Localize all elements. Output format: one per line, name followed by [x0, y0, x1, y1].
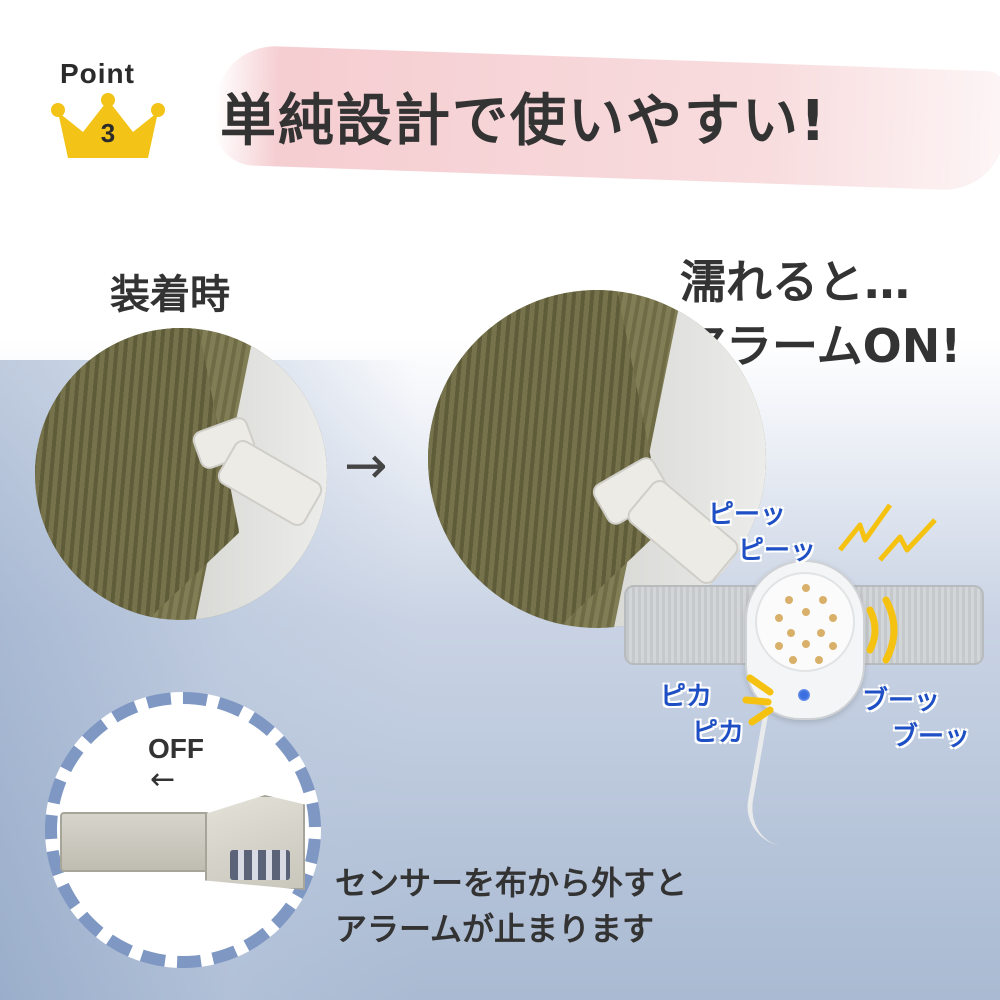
off-label: OFF: [148, 733, 204, 764]
wet-photo: [428, 290, 766, 628]
flash-text-2: ピカ: [692, 718, 745, 748]
arrow-left-icon: ←: [150, 762, 176, 797]
flash-text-1: ピカ: [660, 682, 713, 712]
caption-line1: センサーを布から外すと: [335, 864, 688, 902]
sensor-contacts: [230, 850, 290, 880]
arrow-right-icon: →: [344, 436, 388, 496]
point-number: 3: [100, 118, 116, 148]
beep-text-1: ピーッ: [708, 500, 787, 530]
sound-bolt-icon: [838, 503, 937, 562]
speaker-grille: [755, 572, 855, 672]
caption-line2: アラームが止まります: [335, 910, 655, 948]
wearing-photo: [35, 328, 327, 620]
sensor-cable: [741, 710, 823, 850]
beep-text-2: ピーッ: [738, 536, 817, 566]
page-headline: 単純設計で使いやすい!: [220, 89, 828, 154]
status-led: [798, 689, 810, 701]
wearing-title: 装着時: [110, 272, 230, 318]
sensor-clip-body: [60, 812, 210, 872]
point-badge: Point 3: [48, 58, 168, 158]
buzz-text-1: ブーッ: [862, 686, 941, 716]
buzz-text-2: ブーッ: [892, 722, 971, 752]
instruction-caption: センサーを布から外すと アラームが止まります: [335, 860, 687, 952]
crown-icon: [51, 93, 165, 158]
point-label: Point: [60, 58, 135, 89]
vibration-waves-icon: [866, 596, 898, 664]
alarm-unit: [745, 560, 865, 720]
flash-rays-icon: [742, 674, 774, 726]
